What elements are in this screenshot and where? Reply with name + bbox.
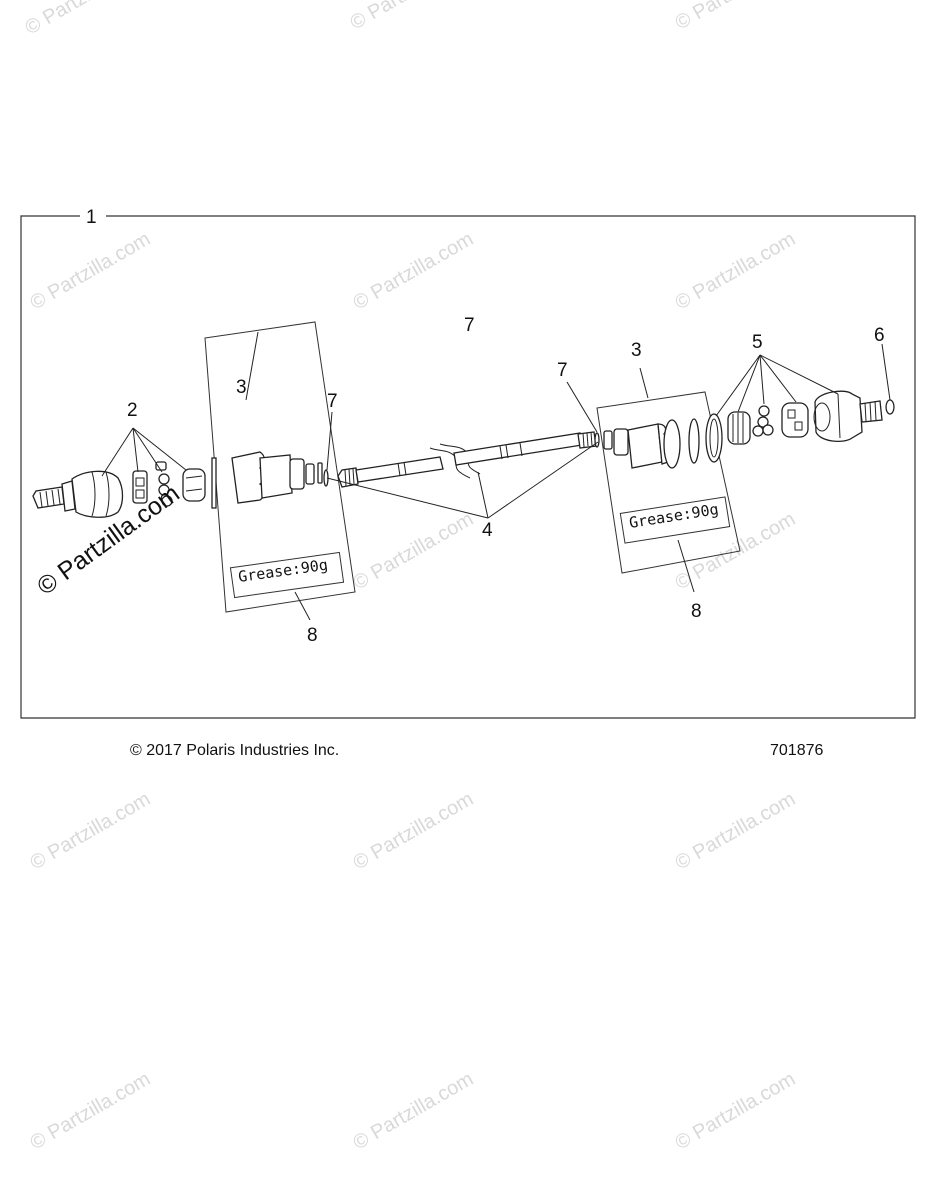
outer-cv-joint bbox=[32, 470, 124, 518]
inner-cv-bearing bbox=[727, 411, 751, 445]
leader-lines-4 bbox=[326, 441, 599, 519]
callout-7-top: 7 bbox=[464, 315, 475, 336]
callout-6: 6 bbox=[874, 325, 885, 346]
leader-3-left bbox=[245, 331, 259, 401]
watermark: © Partzilla.com bbox=[350, 228, 478, 314]
watermark: © Partzilla.com bbox=[27, 788, 155, 874]
callout-4: 4 bbox=[482, 520, 493, 541]
inner-cv-housing bbox=[813, 390, 895, 443]
assembly-frame bbox=[20, 215, 916, 719]
grease-label-box-right bbox=[619, 496, 731, 544]
copyright-notice: © 2017 Polaris Industries Inc. bbox=[130, 742, 340, 759]
callout-2: 2 bbox=[127, 400, 138, 421]
cv-joint-balls bbox=[155, 461, 173, 507]
axle-shaft bbox=[337, 431, 597, 488]
grease-label-box-left bbox=[229, 551, 345, 599]
watermark: © Partzilla.com bbox=[350, 788, 478, 874]
leader-lines-5 bbox=[715, 354, 839, 417]
watermark: © Partzilla.com bbox=[672, 788, 800, 874]
inner-cv-balls bbox=[752, 405, 774, 437]
leader-3-right bbox=[639, 367, 649, 399]
drawing-number: 701876 bbox=[770, 742, 824, 759]
leader-7-right bbox=[566, 381, 598, 433]
leader-lines-2 bbox=[101, 427, 187, 477]
callout-5: 5 bbox=[752, 332, 763, 353]
callout-numbers: 1 2 3 7 7 4 7 3 5 6 8 8 bbox=[86, 207, 885, 646]
boot-kit-box-right bbox=[596, 391, 741, 574]
leader-7-left bbox=[326, 411, 333, 471]
watermark: © Partzilla.com bbox=[27, 228, 155, 314]
circlip-right bbox=[594, 432, 600, 448]
boot-kit-box-left bbox=[204, 321, 356, 613]
watermark: © Partzilla.com bbox=[350, 1068, 478, 1154]
watermark: © Partzilla.com bbox=[347, 0, 475, 34]
cv-joint-cage bbox=[132, 470, 148, 504]
watermark: © Partzilla.com bbox=[672, 0, 800, 34]
callout-8-left: 8 bbox=[307, 625, 318, 646]
callout-7-left: 7 bbox=[327, 391, 338, 412]
callout-8-right: 8 bbox=[691, 601, 702, 622]
watermark-grid: © Partzilla.com © Partzilla.com © Partzi… bbox=[22, 0, 800, 1154]
watermark: © Partzilla.com bbox=[672, 1068, 800, 1154]
callout-1: 1 bbox=[86, 207, 97, 228]
watermark: © Partzilla.com bbox=[27, 1068, 155, 1154]
watermark: © Partzilla.com bbox=[350, 508, 478, 594]
callout-3-left: 3 bbox=[236, 377, 247, 398]
callout-3-right: 3 bbox=[631, 340, 642, 361]
leader-6 bbox=[881, 343, 891, 401]
boot-kit-right-parts bbox=[603, 413, 723, 469]
watermark: © Partzilla.com bbox=[672, 228, 800, 314]
boot-kit-left-parts bbox=[211, 451, 323, 509]
cv-inner-race bbox=[182, 468, 206, 502]
leader-8-left bbox=[294, 591, 311, 621]
callout-7-right: 7 bbox=[557, 360, 568, 381]
watermark: © Partzilla.com bbox=[22, 0, 150, 39]
inner-cv-cage bbox=[781, 402, 809, 438]
leader-8-right bbox=[677, 539, 695, 593]
